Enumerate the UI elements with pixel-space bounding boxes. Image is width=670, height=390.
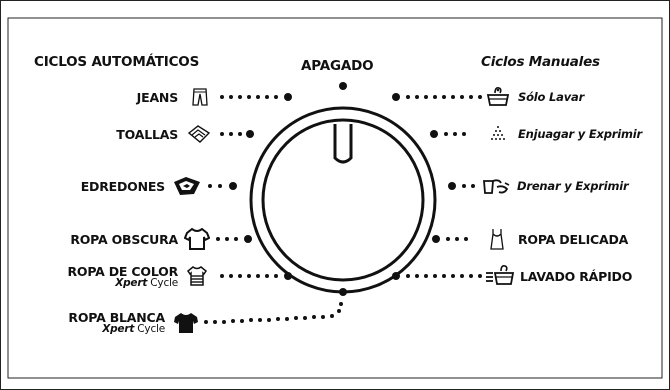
cycle-label-edredones[interactable]: EDREDONES xyxy=(81,179,165,194)
quick-wash-icon xyxy=(486,265,515,285)
cycle-label-solo-lavar[interactable]: Sólo Lavar xyxy=(518,90,585,104)
wash-tub-icon xyxy=(486,87,510,106)
cycle-label-ropa-obscura[interactable]: ROPA OBSCURA xyxy=(70,232,178,247)
comforter-icon xyxy=(174,177,200,195)
cycle-label-jeans[interactable]: JEANS xyxy=(136,90,179,105)
cycle-label-ropa-de-color[interactable]: ROPA DE COLOR Xpert Cycle xyxy=(67,265,178,289)
cycle-label-text: EDREDONES xyxy=(80,179,165,194)
cycle-label-text: JEANS xyxy=(136,90,179,105)
tshirt-outline-icon xyxy=(184,227,210,250)
cycle-label-toallas[interactable]: TOALLAS xyxy=(116,127,178,142)
cycle-sublabel: Xpert Cycle xyxy=(115,277,178,289)
cycle-label-text: ROPA DE COLOR xyxy=(67,264,178,279)
cycle-label-text: ROPA OBSCURA xyxy=(70,232,178,247)
cycle-label-ropa-delicada[interactable]: ROPA DELICADA xyxy=(518,232,629,247)
cycle-label-text: TOALLAS xyxy=(116,127,178,142)
cycle-label-enjuagar-exprimir[interactable]: Enjuagar y Exprimir xyxy=(518,127,643,141)
cycle-label-text: ROPA BLANCA xyxy=(68,310,165,325)
cycle-label-ropa-blanca[interactable]: ROPA BLANCA Xpert Cycle xyxy=(68,311,165,335)
camisole-icon xyxy=(490,229,504,250)
auto-cycles-header: CICLOS AUTOMÁTICOS xyxy=(34,54,200,70)
striped-shirt-icon xyxy=(186,266,208,286)
drain-spin-icon xyxy=(483,179,510,194)
manual-cycles-header: Ciclos Manuales xyxy=(481,54,600,70)
jeans-icon xyxy=(192,88,208,106)
cycle-label-lavado-rapido[interactable]: LAVADO RÁPIDO xyxy=(520,269,633,284)
towels-icon xyxy=(187,125,211,143)
off-label: APAGADO xyxy=(301,58,374,74)
cycle-sublabel: Xpert Cycle xyxy=(102,323,165,335)
rinse-spin-icon xyxy=(491,126,505,140)
cycle-label-drenar-exprimir[interactable]: Drenar y Exprimir xyxy=(517,179,629,193)
tshirt-solid-icon xyxy=(174,313,198,333)
